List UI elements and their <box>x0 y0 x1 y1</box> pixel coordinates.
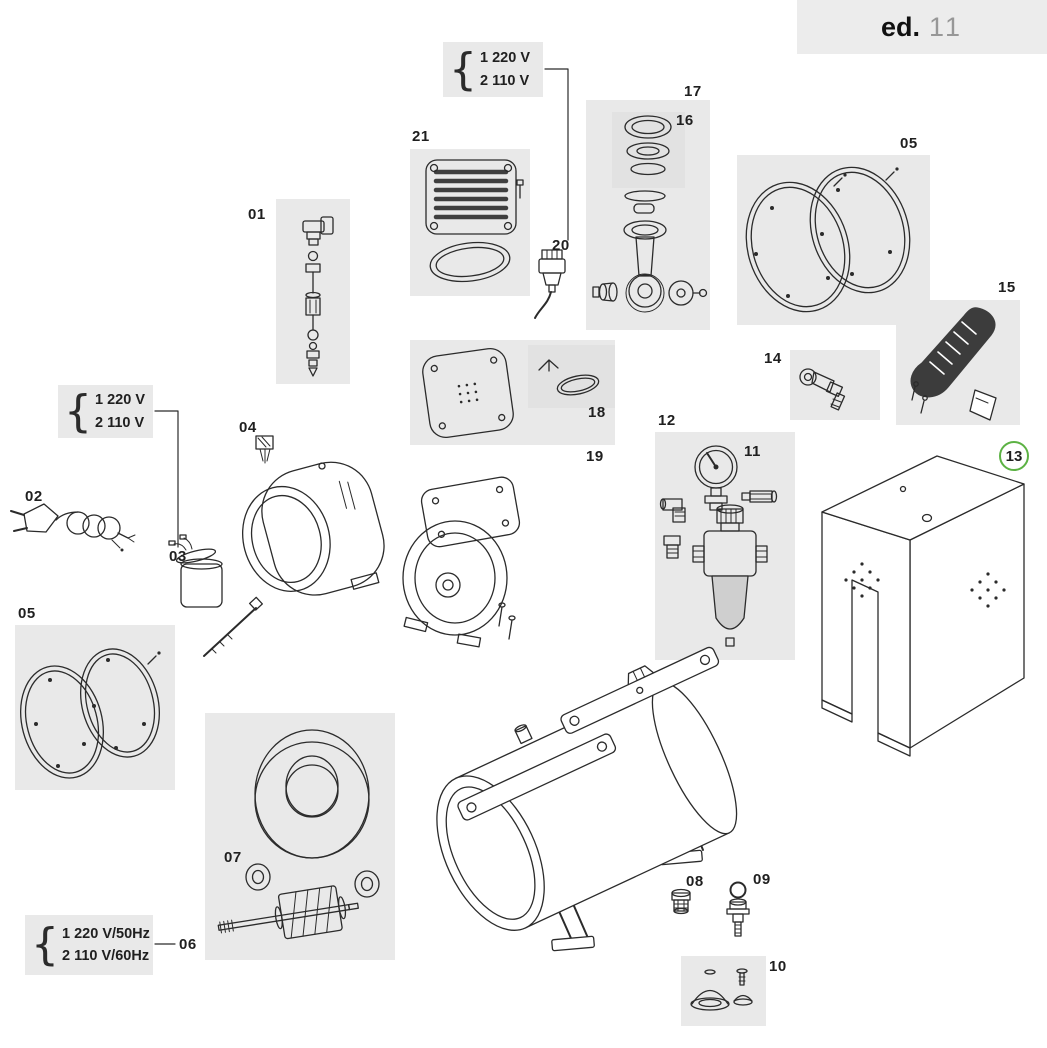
part-label-12[interactable]: 12 <box>658 412 676 429</box>
brace: { <box>449 43 477 95</box>
voltage-line-1: 1 220 V <box>95 392 145 409</box>
part-label-10[interactable]: 10 <box>769 958 787 975</box>
part-08-drawing <box>671 888 691 915</box>
voltage-note-top: { 1 220 V 2 110 V <box>443 42 543 97</box>
panel-part-14 <box>790 350 880 420</box>
tank-drawing <box>436 646 738 931</box>
panel-part-15 <box>896 300 1020 425</box>
voltage-line-2: 2 110 V <box>480 72 530 89</box>
part-label-21[interactable]: 21 <box>412 128 430 145</box>
voltage-note-bottom: { 1 220 V/50Hz 2 110 V/60Hz <box>25 915 153 975</box>
panel-part-18 <box>528 345 615 408</box>
part-label-05-left[interactable]: 05 <box>18 605 36 622</box>
part-label-18[interactable]: 18 <box>588 404 606 421</box>
part-13-drawing <box>821 455 1025 757</box>
vent-cluster-front <box>844 562 880 598</box>
vent-cluster-side <box>970 572 1006 608</box>
tie-bolt-drawing <box>203 596 263 657</box>
part-label-15[interactable]: 15 <box>998 279 1016 296</box>
panel-part-06 <box>205 713 395 960</box>
part-03-drawing <box>168 534 223 608</box>
edition-number: 11 <box>928 11 964 42</box>
part-label-11[interactable]: 11 <box>744 443 761 460</box>
panel-part-05-left <box>15 625 175 790</box>
part-label-05-right[interactable]: 05 <box>900 135 918 152</box>
brace: { <box>31 919 59 971</box>
edition-badge: ed. 11 <box>797 0 1047 54</box>
panel-part-21 <box>410 149 530 296</box>
tank-legs-drawing <box>545 769 704 952</box>
part-02-drawing <box>10 503 136 552</box>
part-label-02[interactable]: 02 <box>25 488 43 505</box>
part-20-drawing <box>534 249 566 319</box>
part-label-04[interactable]: 04 <box>239 419 257 436</box>
voltage-note-middle: { 1 220 V 2 110 V <box>58 385 153 438</box>
part-label-03[interactable]: 03 <box>169 548 187 565</box>
voltage-line-1: 1 220 V <box>480 50 530 67</box>
part-label-17[interactable]: 17 <box>684 83 702 100</box>
part-label-08[interactable]: 08 <box>686 873 704 890</box>
part-label-01[interactable]: 01 <box>248 206 266 223</box>
part-label-13: 13 <box>1005 447 1023 465</box>
motor-housing-drawing <box>241 461 385 596</box>
panel-part-12 <box>655 432 795 660</box>
panel-part-01 <box>276 199 350 384</box>
part-label-16[interactable]: 16 <box>676 112 694 129</box>
part-label-06[interactable]: 06 <box>179 936 197 953</box>
edition-prefix: ed. <box>880 11 920 42</box>
part-label-13-highlighted[interactable]: 13 <box>999 441 1029 471</box>
part-label-19[interactable]: 19 <box>586 448 604 465</box>
part-04-drawing <box>255 435 274 464</box>
motor-end-bell-drawing <box>402 476 521 648</box>
voltage-line-2: 2 110 V <box>95 414 145 431</box>
panel-part-10 <box>681 956 766 1026</box>
part-label-14[interactable]: 14 <box>764 350 782 367</box>
brace: { <box>64 385 92 437</box>
voltage-line-1: 1 220 V/50Hz <box>62 925 150 942</box>
voltage-line-2: 2 110 V/60Hz <box>62 948 150 964</box>
part-label-09[interactable]: 09 <box>753 871 771 888</box>
part-09-drawing <box>726 881 750 937</box>
part-label-07[interactable]: 07 <box>224 849 242 866</box>
panel-part-16 <box>612 112 685 188</box>
part-label-20[interactable]: 20 <box>552 237 570 254</box>
